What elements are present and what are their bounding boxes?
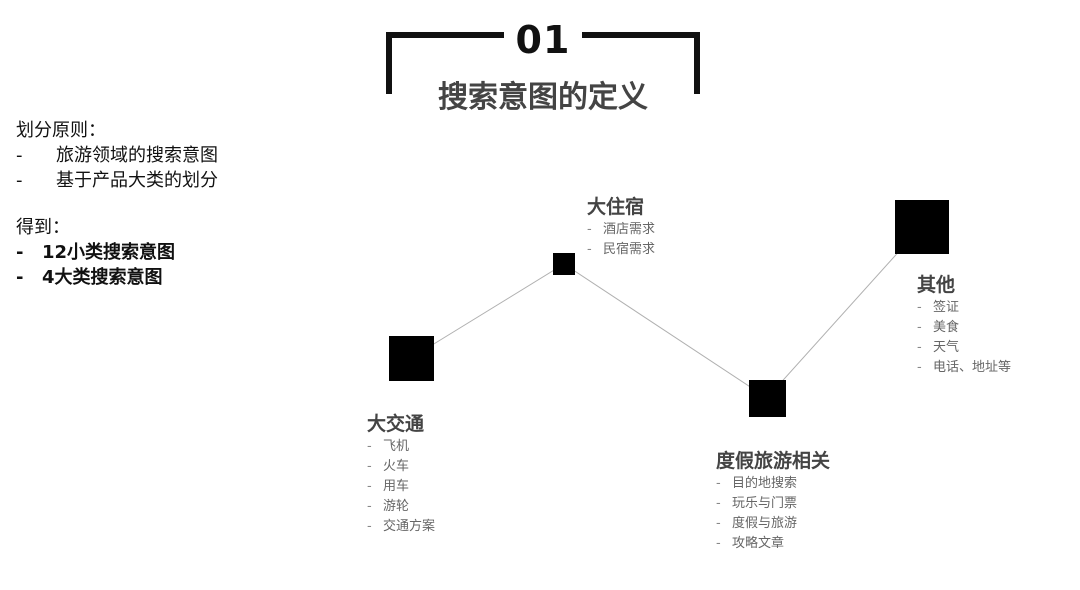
dash: - — [367, 439, 372, 454]
dash: - — [367, 519, 372, 534]
node-vacation — [749, 380, 786, 417]
list-item: -天气 — [917, 338, 1011, 358]
list-item: -攻略文章 — [716, 534, 797, 554]
item-text: 目的地搜索 — [732, 476, 798, 491]
list-item: -用车 — [367, 477, 435, 497]
dash: - — [367, 459, 372, 474]
dash: - — [716, 536, 721, 551]
category-title-transport: 大交通 — [367, 413, 425, 435]
dash: - — [367, 479, 372, 494]
result-text: 12小类搜索意图 — [42, 242, 176, 263]
list-item: -电话、地址等 — [917, 358, 1011, 378]
category-list-other: -签证 -美食 -天气 -电话、地址等 — [917, 298, 1011, 378]
dash: - — [16, 267, 24, 288]
page-title: 搜索意图的定义 — [438, 80, 648, 115]
result-heading: 得到： — [16, 217, 70, 238]
item-text: 天气 — [933, 340, 960, 355]
item-text: 飞机 — [383, 439, 410, 454]
result-text: 4大类搜索意图 — [42, 267, 163, 288]
category-title-vacation: 度假旅游相关 — [716, 450, 831, 472]
title-frame: 01 搜索意图的定义 — [386, 18, 700, 115]
list-item: -民宿需求 — [587, 240, 655, 260]
dash: - — [716, 516, 721, 531]
item-text: 美食 — [933, 320, 960, 335]
item-text: 攻略文章 — [732, 536, 785, 551]
bracket-right — [694, 32, 700, 94]
list-item: -酒店需求 — [587, 220, 655, 240]
dash: - — [16, 242, 24, 263]
connector-polyline — [410, 226, 922, 399]
category-list-transport: -飞机 -火车 -用车 -游轮 -交通方案 — [367, 437, 435, 537]
principle-item: - 基于产品大类的划分 — [16, 168, 218, 193]
list-item: -游轮 — [367, 497, 435, 517]
category-list-lodging: -酒店需求 -民宿需求 — [587, 220, 655, 260]
principle-text: 基于产品大类的划分 — [56, 170, 218, 191]
list-item: -玩乐与门票 — [716, 494, 797, 514]
dash: - — [16, 145, 23, 166]
item-text: 玩乐与门票 — [732, 496, 798, 511]
section-number: 01 — [515, 18, 571, 62]
dash: - — [716, 476, 721, 491]
dash: - — [587, 242, 592, 257]
dash: - — [917, 340, 922, 355]
item-text: 游轮 — [383, 499, 410, 514]
node-lodging — [553, 253, 575, 275]
item-text: 火车 — [383, 459, 410, 474]
category-title-other: 其他 — [917, 274, 956, 296]
dash: - — [917, 300, 922, 315]
item-text: 电话、地址等 — [933, 360, 1012, 375]
item-text: 交通方案 — [383, 519, 436, 534]
dash: - — [16, 170, 23, 191]
node-transport — [389, 336, 434, 381]
list-item: -火车 — [367, 457, 435, 477]
principle-item: - 旅游领域的搜索意图 — [16, 143, 218, 168]
bracket-top-right — [582, 32, 700, 38]
item-text: 度假与旅游 — [732, 516, 798, 531]
list-item: -目的地搜索 — [716, 474, 797, 494]
principles-heading: 划分原则： — [16, 120, 106, 141]
list-item: -飞机 — [367, 437, 435, 457]
item-text: 用车 — [383, 479, 410, 494]
dash: - — [917, 320, 922, 335]
principles-block: 划分原则： - 旅游领域的搜索意图 - 基于产品大类的划分 得到： - 12小类… — [16, 118, 218, 290]
result-item: - 4大类搜索意图 — [16, 265, 218, 290]
item-text: 民宿需求 — [603, 242, 656, 257]
item-text: 酒店需求 — [603, 222, 656, 237]
category-list-vacation: -目的地搜索 -玩乐与门票 -度假与旅游 -攻略文章 — [716, 474, 797, 554]
list-item: -签证 — [917, 298, 1011, 318]
principle-text: 旅游领域的搜索意图 — [56, 145, 218, 166]
list-item: -交通方案 — [367, 517, 435, 537]
list-item: -美食 — [917, 318, 1011, 338]
category-title-lodging: 大住宿 — [587, 196, 645, 218]
dash: - — [716, 496, 721, 511]
dash: - — [917, 360, 922, 375]
dash: - — [587, 222, 592, 237]
result-item: - 12小类搜索意图 — [16, 240, 218, 265]
list-item: -度假与旅游 — [716, 514, 797, 534]
node-other — [895, 200, 949, 254]
dash: - — [367, 499, 372, 514]
item-text: 签证 — [933, 300, 960, 315]
bracket-top-left — [386, 32, 504, 38]
